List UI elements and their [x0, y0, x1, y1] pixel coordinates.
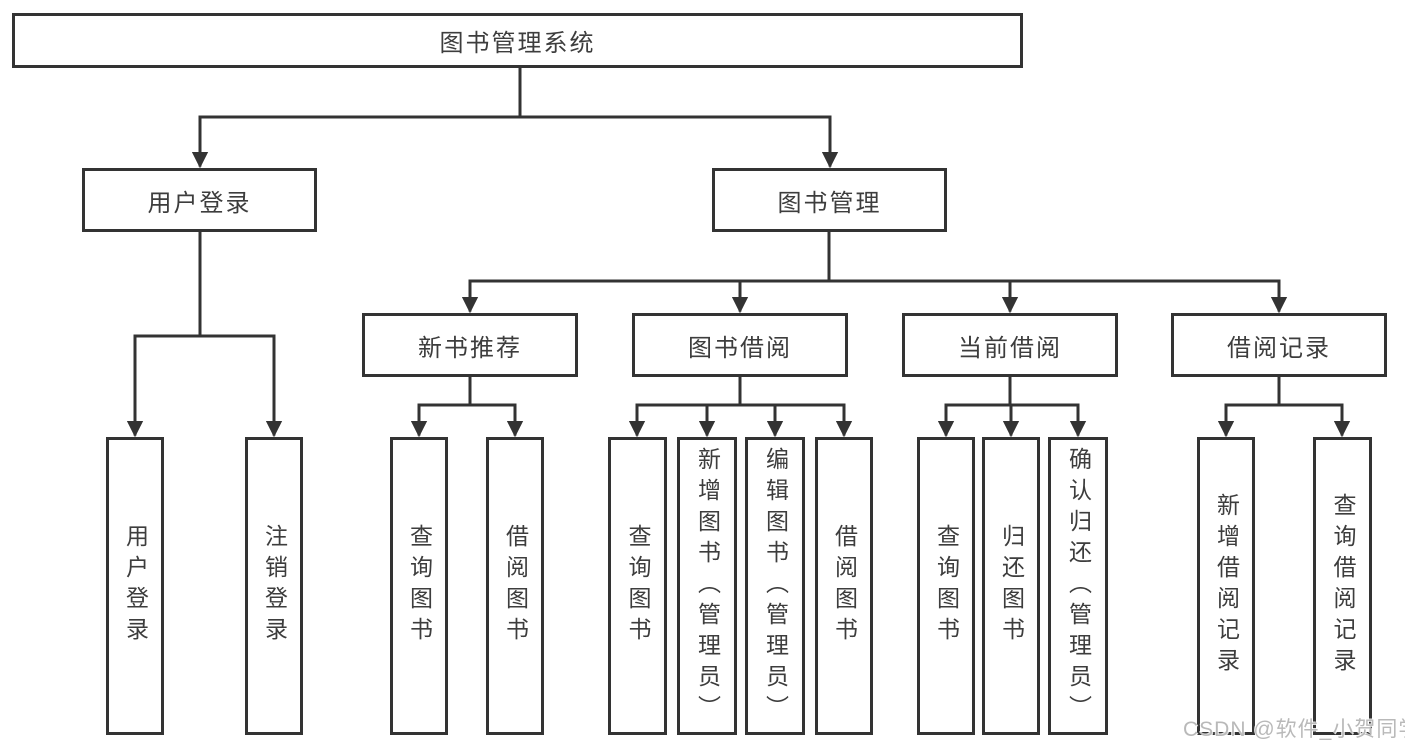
leaf-borrowing-edit-books-admin-label: 编辑图书（管理员） — [762, 446, 789, 726]
leaf-logout: 注销登录 — [245, 437, 303, 735]
leaf-current-return-books: 归还图书 — [982, 437, 1040, 735]
leaf-borrowing-add-books-admin-label: 新增图书（管理员） — [694, 446, 721, 726]
leaf-newbook-borrow-books-label: 借阅图书 — [502, 524, 529, 648]
node-root-label: 图书管理系统 — [439, 30, 596, 57]
leaf-user-login: 用户登录 — [106, 437, 164, 735]
watermark: CSDN @软件_小贺同学 — [1183, 718, 1405, 741]
leaf-newbook-query-books: 查询图书 — [390, 437, 448, 735]
leaf-borrowing-borrow-books: 借阅图书 — [815, 437, 873, 735]
node-borrow-records-label: 借阅记录 — [1227, 334, 1331, 362]
leaf-newbook-query-books-label: 查询图书 — [406, 524, 433, 648]
leaf-current-query-books: 查询图书 — [917, 437, 975, 735]
leaf-borrowing-query-books: 查询图书 — [608, 437, 667, 735]
node-root: 图书管理系统 — [12, 13, 1023, 68]
leaf-newbook-borrow-books: 借阅图书 — [486, 437, 544, 735]
leaf-borrowing-edit-books-admin: 编辑图书（管理员） — [745, 437, 805, 735]
leaf-user-login-label: 用户登录 — [122, 524, 149, 648]
leaf-logout-label: 注销登录 — [261, 524, 288, 648]
node-current-borrowing-label: 当前借阅 — [958, 334, 1062, 362]
node-borrow-records: 借阅记录 — [1171, 313, 1387, 377]
node-new-book-recommend-label: 新书推荐 — [418, 334, 522, 362]
leaf-current-confirm-return-admin: 确认归还（管理员） — [1048, 437, 1108, 735]
node-current-borrowing: 当前借阅 — [902, 313, 1118, 377]
node-book-management: 图书管理 — [712, 168, 947, 232]
leaf-current-query-books-label: 查询图书 — [933, 524, 960, 648]
leaf-borrowing-query-books-label: 查询图书 — [625, 524, 651, 648]
node-user-login-label: 用户登录 — [147, 189, 252, 217]
node-book-borrowing-label: 图书借阅 — [688, 334, 792, 362]
node-book-management-label: 图书管理 — [777, 189, 882, 217]
leaf-borrowing-add-books-admin: 新增图书（管理员） — [677, 437, 737, 735]
node-book-borrowing: 图书借阅 — [632, 313, 848, 377]
node-new-book-recommend: 新书推荐 — [362, 313, 578, 377]
leaf-records-query-borrow-record-label: 查询借阅记录 — [1330, 493, 1356, 679]
leaf-records-add-borrow-record-label: 新增借阅记录 — [1213, 493, 1240, 679]
leaf-current-return-books-label: 归还图书 — [998, 524, 1025, 648]
leaf-records-add-borrow-record: 新增借阅记录 — [1197, 437, 1255, 735]
leaf-records-query-borrow-record: 查询借阅记录 — [1313, 437, 1372, 735]
leaf-borrowing-borrow-books-label: 借阅图书 — [831, 524, 858, 648]
node-user-login: 用户登录 — [82, 168, 317, 232]
leaf-current-confirm-return-admin-label: 确认归还（管理员） — [1065, 446, 1092, 726]
